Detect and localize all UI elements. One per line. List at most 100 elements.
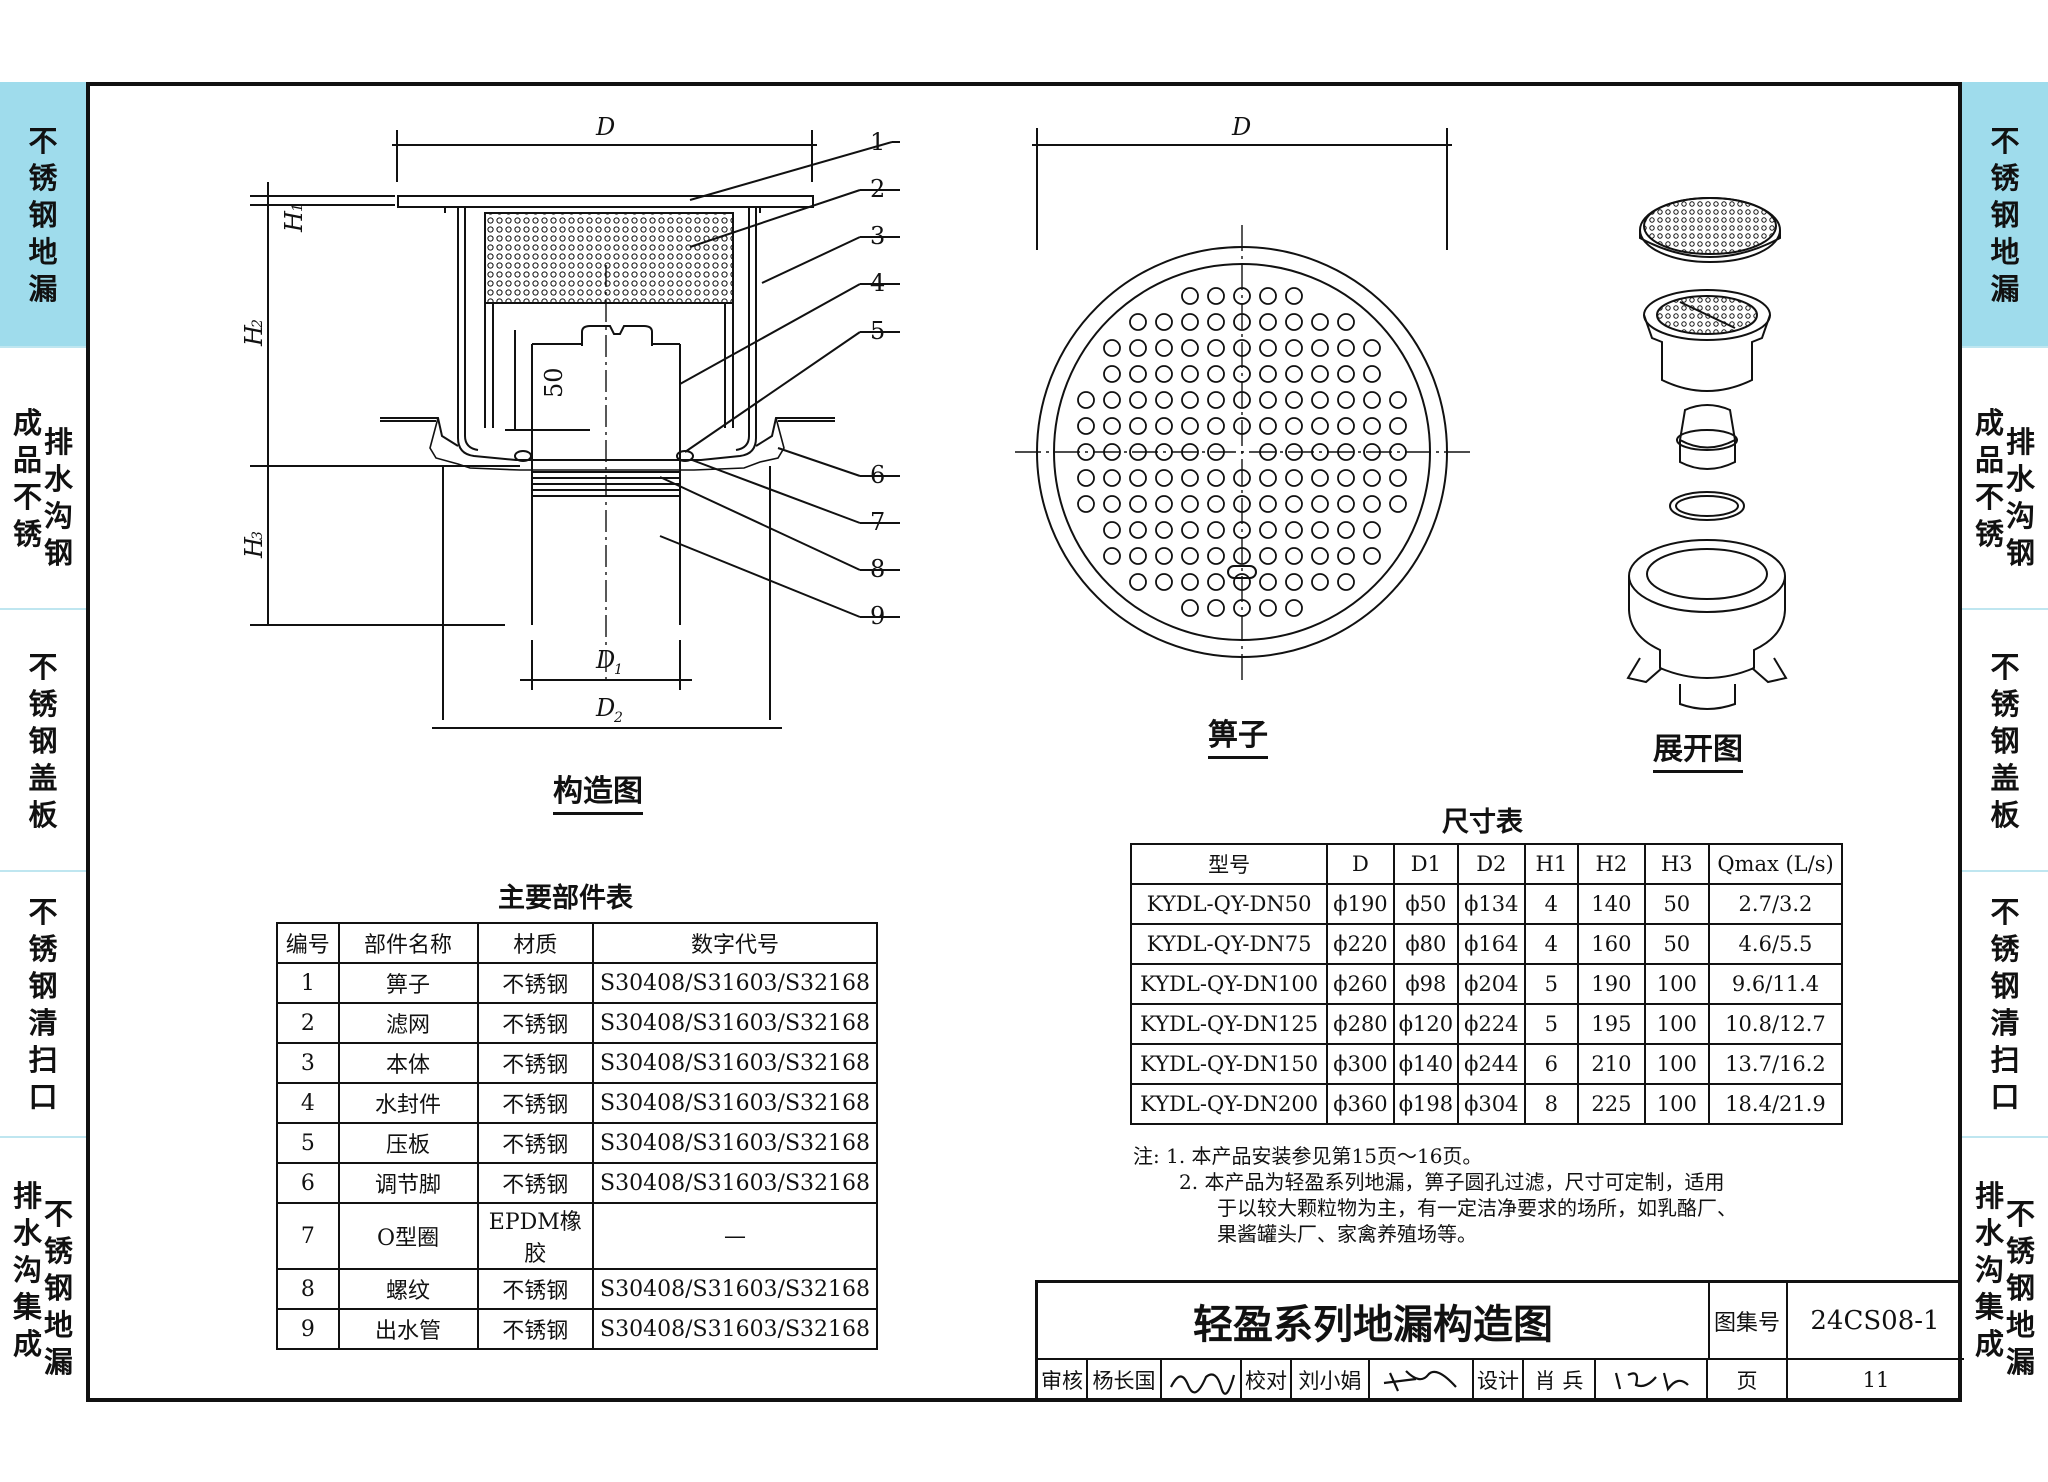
grate-hole bbox=[1337, 339, 1355, 357]
grate-hole bbox=[1337, 391, 1355, 409]
grate-hole bbox=[1259, 417, 1277, 435]
side-tab-char: 盖 bbox=[28, 760, 58, 795]
side-tab-char: 钢 bbox=[44, 535, 74, 570]
table-cell: 不锈钢 bbox=[476, 1002, 595, 1044]
grate-hole bbox=[1363, 469, 1381, 487]
side-tab-char: 扫 bbox=[1990, 1043, 2020, 1077]
grate-hole bbox=[1103, 495, 1121, 513]
grate-hole bbox=[1285, 599, 1303, 617]
grate-hole bbox=[1155, 443, 1173, 461]
grate-hole bbox=[1129, 365, 1147, 383]
side-tab-char: 沟 bbox=[2006, 498, 2036, 533]
table-cell: S30408/S31603/S32168 bbox=[592, 962, 878, 1004]
side-tab-char: 不 bbox=[1974, 480, 2004, 514]
table-cell: 50 bbox=[1643, 923, 1710, 965]
side-tab-char: 清 bbox=[1990, 1006, 2020, 1040]
table-cell: 195 bbox=[1577, 1003, 1646, 1045]
grate-hole bbox=[1233, 495, 1251, 513]
grate-hole bbox=[1233, 391, 1251, 409]
side-tab-char: 排 bbox=[1974, 1178, 2004, 1213]
grate-hole bbox=[1285, 547, 1303, 565]
grate-hole bbox=[1181, 443, 1199, 461]
side-tab-char: 漏 bbox=[1990, 271, 2020, 306]
grate-hole bbox=[1285, 287, 1303, 305]
side-tab-2[interactable]: 成品不锈排水沟钢 bbox=[1962, 348, 2048, 610]
table-cell: ϕ260 bbox=[1326, 963, 1395, 1005]
caption-grate: 箅子 bbox=[1208, 710, 1268, 759]
side-tab-5[interactable]: 排水沟集成不锈钢地漏 bbox=[1962, 1138, 2048, 1402]
grate-hole bbox=[1285, 339, 1303, 357]
side-tab-char: 集 bbox=[1974, 1289, 2004, 1324]
side-tab-char: 钢 bbox=[1990, 197, 2020, 232]
table-header: 材质 bbox=[476, 922, 595, 964]
table-cell: 不锈钢 bbox=[476, 1308, 595, 1350]
check-label: 校对 bbox=[1242, 1358, 1292, 1402]
grate-hole bbox=[1181, 573, 1199, 591]
table-header: D bbox=[1326, 843, 1395, 885]
side-tab-char: 盖 bbox=[1990, 760, 2020, 795]
table-cell: 不锈钢 bbox=[476, 1268, 595, 1310]
grate-hole bbox=[1389, 443, 1407, 461]
table-cell: 8 bbox=[1523, 1083, 1580, 1125]
callout-4: 4 bbox=[870, 269, 885, 297]
side-tab-1[interactable]: 不锈钢地漏 bbox=[1962, 82, 2048, 348]
side-tab-char: 不 bbox=[28, 123, 58, 158]
table-cell: 箅子 bbox=[337, 962, 479, 1004]
table-cell: 3 bbox=[276, 1042, 340, 1084]
grate-hole bbox=[1129, 495, 1147, 513]
grate-hole bbox=[1181, 547, 1199, 565]
table-cell: ϕ198 bbox=[1392, 1083, 1460, 1125]
side-tab-char: 口 bbox=[28, 1080, 58, 1114]
side-tab-char: 品 bbox=[1974, 443, 2004, 477]
grate-hole bbox=[1389, 469, 1407, 487]
table-cell: ϕ224 bbox=[1457, 1003, 1526, 1045]
side-tab-char: 成 bbox=[1974, 406, 2004, 440]
table-cell: 100 bbox=[1643, 963, 1710, 1005]
side-tab-3[interactable]: 不锈钢盖板 bbox=[0, 610, 86, 872]
grate-hole bbox=[1207, 521, 1225, 539]
table-cell: 5 bbox=[1523, 963, 1580, 1005]
grate-hole bbox=[1181, 313, 1199, 331]
dim-H2-sub: 2 bbox=[250, 319, 266, 329]
side-tab-4[interactable]: 不锈钢清扫口 bbox=[1962, 872, 2048, 1138]
grate-hole bbox=[1337, 417, 1355, 435]
grate-hole bbox=[1337, 495, 1355, 513]
dim-H3-label: H bbox=[240, 536, 268, 559]
parts-table-title: 主要部件表 bbox=[498, 883, 633, 914]
side-tab-5[interactable]: 排水沟集成不锈钢地漏 bbox=[0, 1138, 86, 1402]
grate-hole bbox=[1233, 339, 1251, 357]
reviewer-signature bbox=[1162, 1358, 1242, 1402]
table-header: D2 bbox=[1457, 843, 1526, 885]
grate-hole bbox=[1129, 547, 1147, 565]
side-tab-char: 钢 bbox=[2006, 1271, 2036, 1305]
table-header: H3 bbox=[1643, 843, 1710, 885]
dim-D1-label: D bbox=[595, 646, 615, 674]
grate-hole bbox=[1207, 443, 1225, 461]
grate-hole bbox=[1129, 521, 1147, 539]
grate-hole bbox=[1285, 313, 1303, 331]
design-label: 设计 bbox=[1474, 1358, 1524, 1402]
table-header: H1 bbox=[1523, 843, 1580, 885]
callout-3: 3 bbox=[870, 222, 885, 250]
side-tab-3[interactable]: 不锈钢盖板 bbox=[1962, 610, 2048, 872]
side-tab-4[interactable]: 不锈钢清扫口 bbox=[0, 872, 86, 1138]
grate-hole bbox=[1207, 287, 1225, 305]
grate-hole bbox=[1181, 287, 1199, 305]
grate-hole bbox=[1389, 495, 1407, 513]
grate-hole bbox=[1181, 417, 1199, 435]
side-tab-char: 钢 bbox=[28, 197, 58, 232]
side-tab-char: 不 bbox=[1990, 649, 2020, 684]
side-tab-1[interactable]: 不锈钢地漏 bbox=[0, 82, 86, 348]
side-tab-char: 锈 bbox=[28, 932, 58, 966]
note-line-3: 于以较大颗粒物为主，有一定洁净要求的场所，如乳酪厂、 bbox=[1217, 1196, 1737, 1220]
side-tab-2[interactable]: 成品不锈排水沟钢 bbox=[0, 348, 86, 610]
page-label: 页 bbox=[1708, 1358, 1788, 1402]
dim-D-label: D bbox=[595, 113, 615, 141]
